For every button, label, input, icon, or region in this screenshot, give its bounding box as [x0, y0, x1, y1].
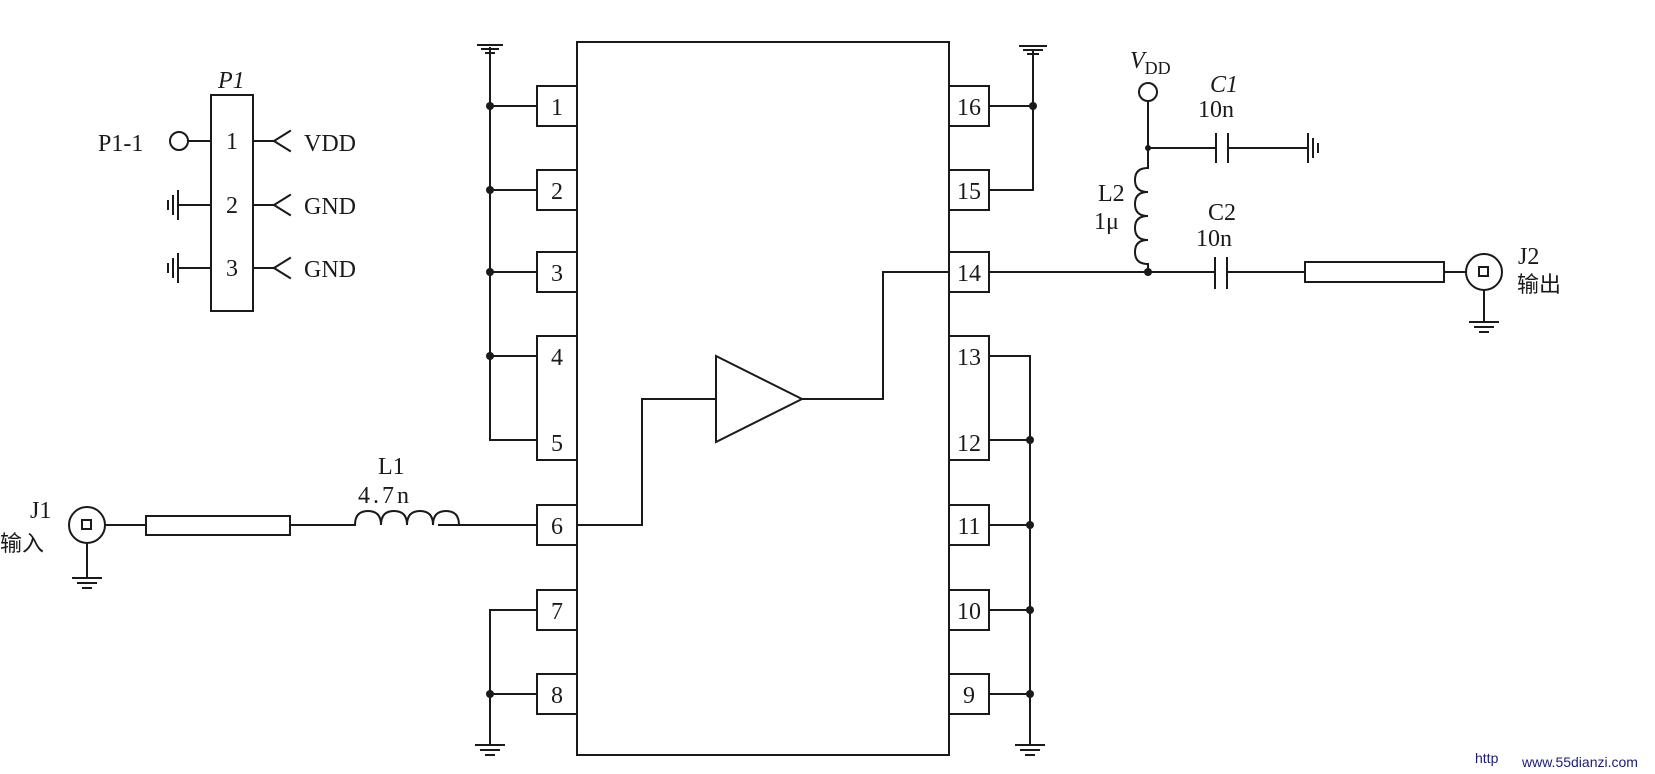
ic-pin-box-3	[536, 251, 578, 293]
c1-ground-icon	[1307, 133, 1319, 163]
wire-pin6-to-amp	[576, 398, 717, 526]
ic-pin-label: 2	[551, 179, 563, 205]
p1-pin-label: 2	[226, 193, 238, 219]
right-top-ground-bus	[988, 45, 1047, 191]
left-bottom-ground-bus	[475, 609, 538, 756]
ic-right-pin-labels: 16 15 14 13 12 11 10 9	[957, 95, 981, 709]
ic-pin-label: 16	[957, 95, 981, 121]
ic-pin-box-1	[536, 85, 578, 127]
input-transmission-line	[145, 515, 291, 536]
p1-pin3-fork-icon	[252, 256, 292, 280]
ic-pin-box-15	[948, 169, 990, 211]
p1-pin1-fork-icon	[252, 129, 292, 153]
p1-pin1-terminal-label: P1-1	[98, 131, 143, 157]
vdd-label: VDD	[1130, 48, 1171, 78]
ic-pin-box-16	[948, 85, 990, 127]
ic-pin-label: 8	[551, 683, 563, 709]
p1-pin-label: 1	[226, 129, 238, 155]
c2-value-label: 10n	[1196, 226, 1232, 252]
p1-pin2-signal: GND	[304, 194, 356, 220]
p1-pin-label: 3	[226, 256, 238, 282]
p1-pin3-ground-icon	[167, 253, 212, 283]
p1-pin3-signal: GND	[304, 257, 356, 283]
coax-connector-icon	[1465, 253, 1503, 291]
inductor-l1-icon	[353, 509, 461, 527]
c2-ref-label: C2	[1208, 200, 1236, 226]
watermark-site: www.55dianzi.com	[1521, 754, 1638, 770]
capacitor-c2-icon	[1214, 257, 1228, 289]
l1-value-label: 4.7n	[358, 483, 412, 509]
ic-pin-label: 11	[957, 514, 980, 540]
coax-connector-icon	[68, 506, 106, 544]
ic-pin-label: 1	[551, 95, 563, 121]
ic-pin-box-9	[948, 673, 990, 715]
p1-ref-label: P1	[217, 68, 245, 94]
capacitor-c1-icon	[1215, 133, 1229, 163]
vdd-terminal-icon	[1138, 82, 1158, 102]
p1-pin1-signal: VDD	[304, 131, 356, 157]
inductor-l2-icon	[1133, 166, 1150, 266]
ic-left-pins	[536, 85, 578, 715]
l2-value-label: 1μ	[1094, 209, 1119, 235]
ic-pin-box-13-12	[948, 335, 990, 461]
terminal-icon	[169, 131, 189, 151]
p1-connector-body	[210, 94, 254, 312]
ic-pin-label: 9	[963, 683, 975, 709]
ic-pin-label: 13	[957, 345, 981, 371]
j1-name-label: 输入	[0, 532, 44, 557]
vdd-label-main: V	[1130, 48, 1147, 74]
p1-pin2-ground-icon	[167, 190, 212, 220]
ic-pin-label: 15	[957, 179, 981, 205]
ic-left-pin-labels: 1 2 3 4 5 6 7 8	[551, 95, 563, 709]
j2-ref-label: J2	[1518, 244, 1539, 270]
wire-amp-to-pin14	[801, 271, 950, 400]
ic-pin-box-4-5	[536, 335, 578, 461]
ic-pin-label: 10	[957, 599, 981, 625]
c1-ref-label: C1	[1210, 72, 1238, 98]
ic-pin-label: 7	[551, 599, 563, 625]
j1-ref-label: J1	[30, 498, 51, 524]
l1-ref-label: L1	[378, 454, 405, 480]
j1-input-connector	[68, 506, 106, 589]
right-bottom-ground-bus	[988, 355, 1045, 756]
ic-pin-label: 4	[551, 345, 563, 371]
ic-pin-label: 12	[957, 431, 981, 457]
left-ground-bus	[477, 44, 538, 441]
ic-pin-label: 5	[551, 431, 563, 457]
ic-pin-label: 6	[551, 514, 563, 540]
ic-pin-label: 3	[551, 261, 563, 287]
watermark-prefix: http	[1475, 750, 1499, 766]
ic-pin-box-2	[536, 169, 578, 211]
output-transmission-line	[1304, 261, 1445, 283]
p1-pin2-fork-icon	[252, 193, 292, 217]
l2-ref-label: L2	[1098, 181, 1125, 207]
ic-pin-label: 14	[957, 261, 981, 287]
ic-pin-box-7	[536, 589, 578, 631]
j2-name-label: 输出	[1517, 273, 1561, 298]
c1-value-label: 10n	[1198, 97, 1234, 123]
vdd-label-sub: DD	[1145, 58, 1171, 78]
j2-output-connector	[1465, 253, 1503, 333]
